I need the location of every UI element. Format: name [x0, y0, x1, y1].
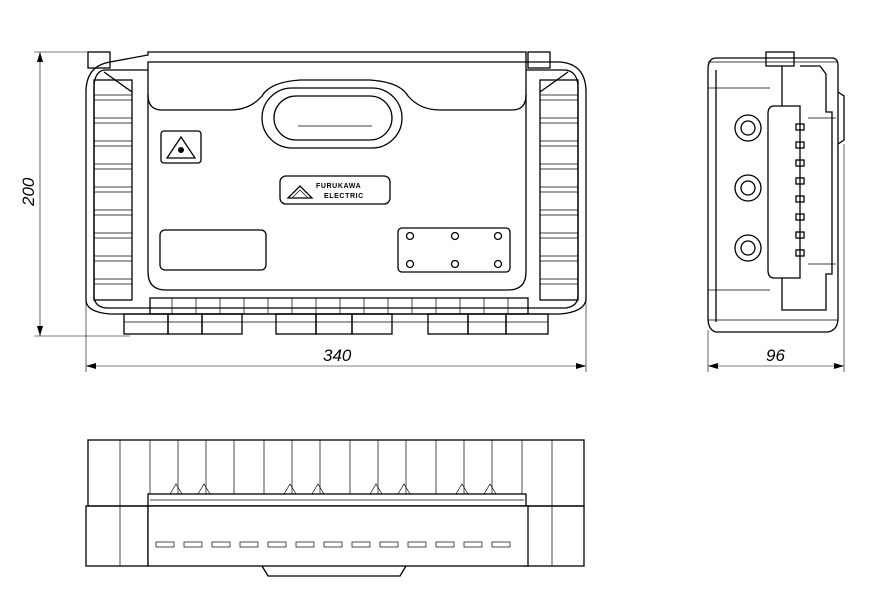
depth-label: 96: [766, 346, 785, 365]
cable-ports: [123, 313, 549, 335]
dimension-width: 340: [85, 300, 587, 372]
brand-logo: FURUKAWA ELECTRIC: [279, 175, 391, 205]
logo-line2: ELECTRIC: [324, 193, 364, 200]
logo-line1: FURUKAWA: [316, 183, 361, 190]
bottom-port-grooves: [149, 440, 523, 495]
handle: [261, 87, 403, 149]
laser-warning-icon: [160, 130, 202, 164]
bottom-ribs: [149, 297, 529, 315]
front-view: FURUKAWA ELECTRIC: [85, 51, 587, 335]
label-area: [159, 229, 267, 271]
dimension-height: 200: [19, 51, 130, 337]
height-label: 200: [19, 177, 38, 207]
width-label: 340: [323, 346, 352, 365]
bottom-slots: [155, 541, 511, 548]
bottom-view: [85, 439, 585, 577]
side-view: [707, 51, 845, 333]
right-ribs: [539, 71, 579, 301]
left-ribs: [93, 71, 133, 301]
screw-plate: [397, 227, 511, 273]
dimension-depth: 96: [707, 144, 845, 372]
